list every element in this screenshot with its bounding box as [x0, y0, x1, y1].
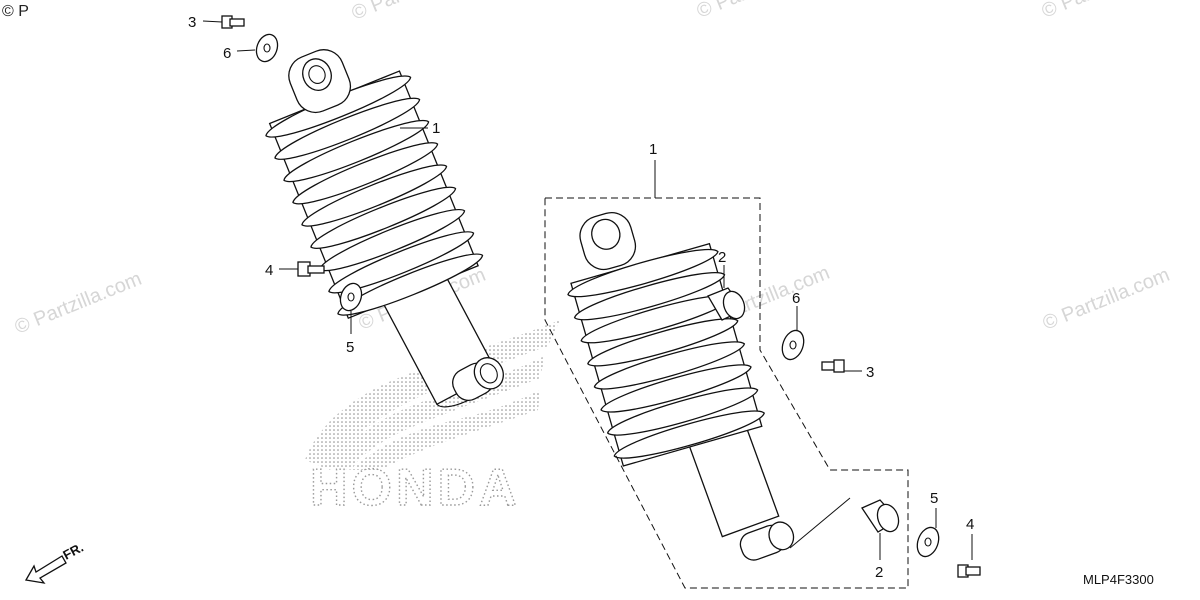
left-bolt-mid	[297, 261, 325, 277]
watermark-4: © Partzilla.com	[1040, 264, 1173, 335]
callout-left-shock: 1	[432, 120, 440, 137]
front-direction-indicator: FR.	[24, 540, 86, 584]
left-washer-top	[255, 33, 279, 63]
watermark-6: © Partzilla.com	[694, 0, 827, 23]
arrow-down-left-icon	[24, 555, 67, 584]
callout-bushing-upper: 2	[718, 249, 726, 266]
brand-wordmark: HONDA	[310, 459, 521, 517]
callout-bolt-right: 3	[866, 364, 874, 381]
bushing-lower	[861, 499, 900, 533]
bolt-right	[821, 359, 845, 373]
callout-labels: 3 6 1 4 5 1 2 6 3 2 5 4	[188, 14, 974, 581]
wing-icon	[305, 320, 560, 470]
callout-washer-right: 6	[792, 290, 800, 307]
washer-lower	[916, 526, 940, 558]
callout-washer-lower: 5	[930, 490, 938, 507]
right-shock-absorber	[564, 212, 795, 561]
watermark-5: © Partzilla.com	[349, 0, 482, 25]
watermark-1: © Partzilla.com	[12, 268, 145, 339]
brand-logo: HONDA	[305, 320, 560, 518]
callout-right-group: 1	[649, 141, 657, 158]
left-bolt-top	[221, 15, 245, 29]
leader-lines	[202, 20, 973, 560]
callout-left-washer-mid: 5	[346, 339, 354, 356]
callout-bolt-lower: 4	[966, 516, 974, 533]
diagram-code: MLP4F3300	[1083, 572, 1154, 587]
callout-bushing-lower: 2	[875, 564, 883, 581]
left-shock-absorber	[261, 49, 504, 408]
callout-left-bolt-mid: 4	[265, 262, 273, 279]
watermark-7: © Partzilla.com	[1039, 0, 1172, 23]
callout-left-washer-top: 6	[223, 45, 231, 62]
callout-left-bolt-top: 3	[188, 14, 196, 31]
washer-right	[781, 329, 805, 361]
assembly-group-outline	[544, 197, 909, 589]
bushing-upper	[707, 287, 746, 321]
left-washer-mid	[339, 282, 363, 312]
watermark-corner: © P	[2, 3, 29, 20]
bolt-lower	[957, 564, 981, 578]
